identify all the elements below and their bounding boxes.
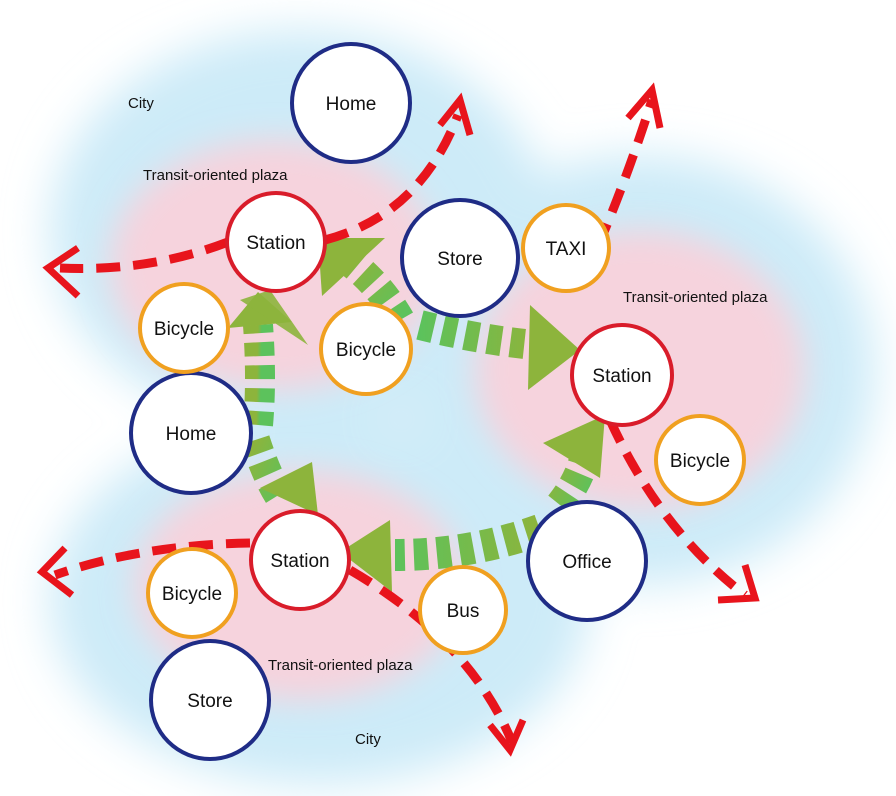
nodes: Home Home Store Store Office Station Sta… [129, 42, 746, 761]
node-bicycle-left: Bicycle [138, 282, 230, 374]
node-home-left: Home [129, 371, 253, 495]
flow-arrow-office-to-station-bottom [340, 514, 546, 592]
node-station-left: Station [225, 191, 327, 293]
node-station-right-label: Station [592, 366, 651, 387]
node-station-right: Station [570, 323, 674, 427]
node-store-bottom-label: Store [187, 691, 232, 712]
flow-arrows [228, 238, 605, 592]
flow-arrow-store-to-station-right [416, 305, 580, 390]
route-station-left-to-west [42, 237, 230, 299]
node-bicycle-bottom: Bicycle [146, 547, 238, 639]
node-bicycle-bottom-label: Bicycle [162, 584, 222, 605]
node-store-center-label: Store [437, 249, 482, 270]
node-station-bottom: Station [249, 509, 351, 611]
flow-arrow-office-to-station-right [543, 415, 605, 515]
node-home-top: Home [290, 42, 412, 164]
city-label-bottom: City [355, 731, 381, 748]
node-store-bottom: Store [149, 639, 271, 761]
node-taxi-label: TAXI [546, 239, 587, 260]
route-station-right-to-southeast [605, 418, 760, 604]
node-bicycle-right-label: Bicycle [670, 451, 730, 472]
plaza-label-bottom: Transit-oriented plaza [268, 657, 413, 674]
node-home-left-label: Home [166, 424, 217, 445]
node-station-left-label: Station [246, 233, 305, 254]
flow-arrow-home-to-station-bottom [240, 435, 318, 515]
node-bicycle-center: Bicycle [319, 302, 413, 396]
plaza-label-left: Transit-oriented plaza [143, 167, 288, 184]
plaza-label-right: Transit-oriented plaza [623, 289, 768, 306]
node-bus: Bus [418, 565, 508, 655]
node-store-center: Store [400, 198, 520, 318]
node-station-bottom-label: Station [270, 551, 329, 572]
node-bicycle-right: Bicycle [654, 414, 746, 506]
route-station-left-to-northeast [323, 92, 474, 245]
node-bus-label: Bus [447, 601, 480, 622]
city-label-top: City [128, 95, 154, 112]
node-office-label: Office [562, 552, 611, 573]
route-station-bottom-to-west [36, 538, 251, 598]
node-taxi: TAXI [521, 203, 611, 293]
node-home-top-label: Home [326, 94, 377, 115]
flow-arrow-home-to-bicycle [228, 290, 308, 427]
node-office: Office [526, 500, 648, 622]
zone-labels: City City Transit-oriented plaza Transit… [128, 95, 768, 748]
node-bicycle-center-label: Bicycle [336, 340, 396, 361]
node-bicycle-left-label: Bicycle [154, 319, 214, 340]
